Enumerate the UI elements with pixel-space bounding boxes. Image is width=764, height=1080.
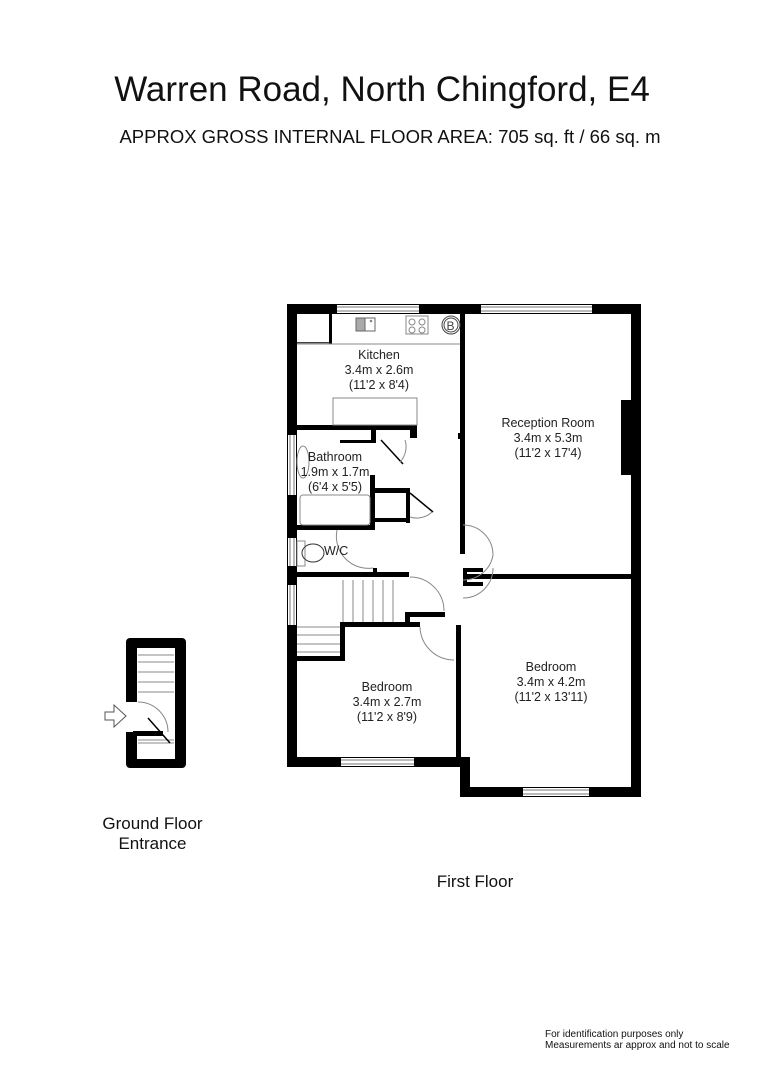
room-size-imperial: (11'2 x 13'11) [514,690,588,704]
disclaimer-line2: Measurements ar approx and not to scale [545,1040,730,1051]
kitchen-unit [332,397,418,426]
disclaimer: For identification purposes only Measure… [545,1029,730,1051]
room-name: Bathroom [307,450,363,464]
floor-label-line2: Entrance [118,834,187,853]
sink-icon [355,317,376,332]
room-size-metric: 3.4m x 5.3m [513,431,583,445]
room-size-metric: 3.4m x 2.6m [344,363,414,377]
basin-icon [296,445,310,479]
room-size-metric: 1.9m x 1.7m [300,465,370,479]
room-name: Kitchen [358,348,400,362]
room-label-bedroom-small: Bedroom 3.4m x 2.7m (11'2 x 8'9) [335,680,439,725]
property-title: Warren Road, North Chingford, E4 [114,70,650,109]
hob-icon [405,315,429,335]
chimney-breast [621,400,633,475]
room-size-imperial: (11'2 x 8'4) [348,378,410,392]
stairs-icon [297,580,394,653]
room-label-wc: W/C [324,544,354,559]
toilet-icon [296,540,325,567]
entrance-arrow-icon [104,703,127,729]
room-label-reception: Reception Room 3.4m x 5.3m (11'2 x 17'4) [493,416,603,461]
room-size-metric: 3.4m x 2.7m [352,695,422,709]
room-size-metric: 3.4m x 4.2m [516,675,586,689]
room-name: Reception Room [501,416,595,430]
bath-icon [299,494,371,526]
room-size-imperial: (6'4 x 5'5) [307,480,363,494]
first-floor-label: First Floor [436,872,514,891]
disclaimer-line1: For identification purposes only [545,1029,684,1040]
room-name: Bedroom [525,660,577,674]
outer-wall-left [287,304,297,767]
svg-text:B: B [447,319,455,333]
ground-floor-plan [104,638,186,768]
floor-area-subtitle: APPROX GROSS INTERNAL FLOOR AREA: 705 sq… [119,126,661,147]
room-label-kitchen: Kitchen 3.4m x 2.6m (11'2 x 8'4) [329,348,429,393]
room-name: W/C [324,544,349,558]
first-floor-plan: B [287,304,641,797]
room-size-imperial: (11'2 x 17'4) [514,446,582,460]
room-label-bedroom-large: Bedroom 3.4m x 4.2m (11'2 x 13'11) [496,660,606,705]
room-name: Bedroom [361,680,413,694]
windows [288,305,592,796]
outer-wall-right [631,304,641,797]
room-size-imperial: (11'2 x 8'9) [356,710,418,724]
stairs-icon [137,654,174,744]
floor-label-line1: Ground Floor [102,814,203,833]
ground-floor-label: Ground Floor Entrance [75,814,230,854]
boiler-icon: B [441,315,461,335]
door-swings [335,439,494,661]
room-label-bathroom: Bathroom 1.9m x 1.7m (6'4 x 5'5) [296,450,374,495]
